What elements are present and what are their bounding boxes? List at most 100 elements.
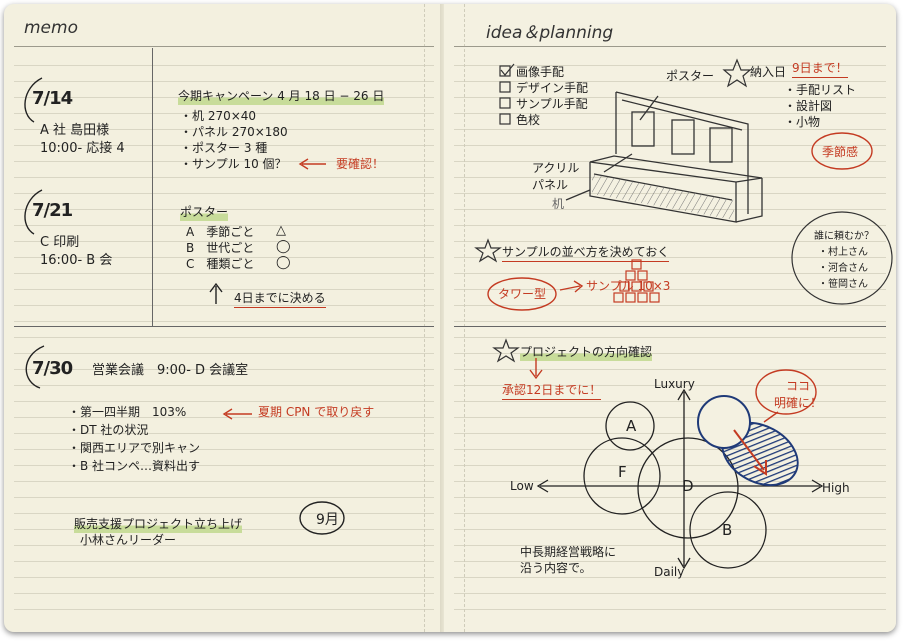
page-margin-line [424,4,425,632]
tower-circle [487,277,557,311]
poster-option: A 季節ごと [186,225,255,239]
star-icon [474,238,502,263]
delivery-deadline: 9日まで！ [792,60,848,78]
checkbox [499,65,511,77]
sketch-label-desk: 机 [552,197,565,211]
circle-label-a: A [626,417,637,435]
axis-luxury: Luxury [654,377,695,391]
circle-label-b: B [722,521,733,539]
header-rule [454,46,886,47]
sample-title: サンプルの並べ方を決めておく [502,244,670,262]
entry-line: A 社 島田様 [40,123,110,138]
delivery-item: ・小物 [784,115,821,129]
campaign-item: ・ポスター 3 種 [180,141,268,155]
poster-option: B 世代ごと [186,241,255,255]
axis-daily: Daily [654,565,685,579]
campaign-item: ・パネル 270×180 [180,125,288,139]
decision-note: 4日までに決める [234,290,326,308]
star-icon [722,58,752,88]
checkbox [499,113,511,125]
season-circle [811,132,873,170]
idea-page: idea＆planning 画像手配 デザイン手配 サンプル手配 色校 ポスター… [444,4,896,632]
entry-date: 7/14 [32,88,73,109]
sketch-label-acrylic: アクリル パネル [532,161,580,192]
checkbox [499,97,511,109]
meeting-item: ・第一四半期 103% [68,405,187,419]
section-separator [14,326,434,327]
checklist-item: 色校 [516,113,541,127]
meeting-item: ・B 社コンペ…資料出す [68,459,201,473]
month-badge: 9月 [316,512,339,528]
entry-line: 10:00- 応接 4 [40,141,125,156]
sketch-label-poster: ポスター [666,69,715,83]
red-arrow [222,408,252,420]
delivery-title: 納入日 [750,65,787,79]
checkmark [500,63,515,76]
axis-low: Low [510,479,534,493]
checklist-item: 画像手配 [516,65,565,79]
direction-title: プロジェクトの方向確認 [520,344,653,361]
campaign-item: ・サンプル 10 個？ [180,157,287,171]
red-arrow [298,158,326,170]
page-margin-line [464,4,465,632]
date-bracket [24,189,43,235]
entry-line: C 印刷 [40,235,80,250]
who-item: ・河合さん [818,263,868,274]
notebook-spread: memo 7/14 A 社 島田様 10:00- 応接 4 7/21 C 印刷 … [4,4,896,632]
checklist-item: サンプル手配 [516,97,588,111]
month-circle [299,501,345,535]
section-separator [454,326,886,327]
delivery-item: ・設計図 [784,99,833,113]
circle-label-f: F [618,463,627,481]
star-icon [492,338,520,363]
sample-tower [613,259,660,303]
circle-b [689,491,767,569]
date-bracket [24,77,43,123]
bubble-tail [763,411,779,423]
memo-page: memo 7/14 A 社 島田様 10:00- 応接 4 7/21 C 印刷 … [4,4,445,632]
campaign-title: 今期キャンペーン 4 月 18 日 − 26 日 [178,88,385,105]
direction-arrow [733,429,767,476]
chart-caption: 沿う内容で。 [520,561,592,575]
meeting-title: 営業会議 9:00- D 会議室 [92,363,249,378]
poster-option-mark: ◯ [276,239,291,254]
desk-shading [592,174,734,220]
clarify-bubble: ココ 明確に！ [774,379,823,410]
summer-note: 夏期 CPN で取り戻す [258,405,375,419]
positioning-chart [536,388,824,570]
circle-f [583,437,661,515]
right-drawings [474,58,893,570]
axis-high: High [822,481,850,495]
campaign-item: ・机 270×40 [180,109,257,123]
column-separator [152,48,153,326]
checkbox [499,81,511,93]
chart-caption: 中長期経営戦略に [520,545,617,559]
who-item: ・村上さん [818,247,868,258]
stars [474,58,752,363]
who-circle [791,211,893,305]
entry-date: 7/21 [32,200,73,221]
circle-a [605,401,655,451]
poster-option-mark: ◯ [276,255,291,270]
poster-option: C 種類ごと [186,257,255,271]
sample-type: タワー型 [498,287,547,301]
who-item: ・笹岡さん [818,279,868,290]
season-note: 季節感 [822,145,859,159]
checklist-item: デザイン手配 [516,81,589,95]
meeting-date: 7/30 [32,358,73,379]
page-header-memo: memo [24,18,78,38]
poster-title: ポスター [180,204,229,221]
meeting-item: ・関西エリアで別キャン [68,441,201,455]
page-header-idea: idea＆planning [486,23,614,43]
date-bracket [25,345,45,389]
bubble-circle [755,369,817,415]
poster-option-mark: △ [276,223,286,238]
red-down-arrow [529,358,543,380]
checkbox-group [499,63,515,125]
approval-note: 承認12日までに！ [502,382,602,400]
meeting-item: ・DT 社の状況 [68,423,149,437]
confirm-note: 要確認！ [336,157,385,171]
header-rule [14,46,434,47]
left-drawings [24,77,345,535]
project-leader: 小林さんリーダー [80,533,177,547]
